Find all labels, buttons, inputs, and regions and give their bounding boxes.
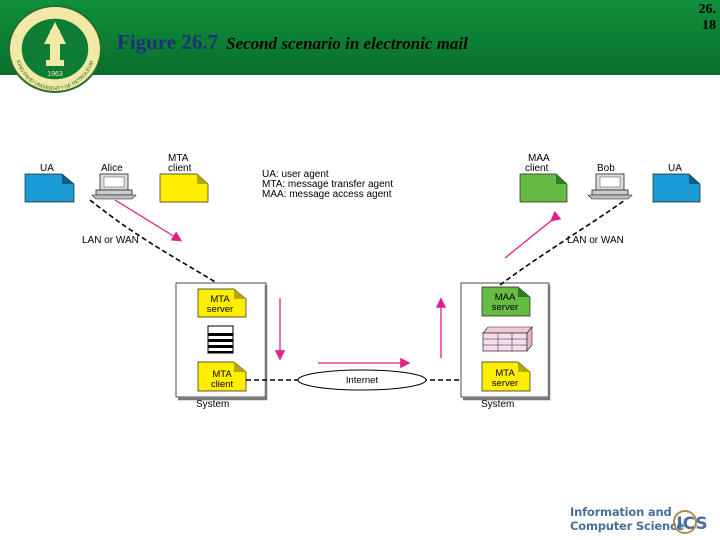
right-network-label: LAN or WAN bbox=[567, 235, 624, 246]
alice-label: Alice bbox=[101, 163, 123, 174]
legend: UA: user agent MTA: message transfer age… bbox=[262, 169, 393, 200]
slide-number: 26. 18 bbox=[699, 2, 717, 34]
left-system-label: System bbox=[196, 399, 229, 410]
right-mta-server-doc-icon bbox=[481, 361, 531, 392]
left-ua-document-icon bbox=[24, 173, 75, 203]
right-maa-label-line1: MAA bbox=[528, 153, 550, 164]
internet-connection bbox=[246, 357, 480, 391]
left-mta-server-document-icon bbox=[197, 288, 247, 318]
left-mailbox-queue-icon bbox=[207, 325, 234, 354]
left-mta-label-line1: MTA bbox=[168, 153, 189, 164]
bob-label: Bob bbox=[597, 163, 615, 174]
left-network-label: LAN or WAN bbox=[82, 235, 139, 246]
left-ua-label: UA bbox=[40, 163, 54, 174]
legend-ua: UA: user agent bbox=[262, 169, 329, 180]
university-logo: 1963 KING FAHD UNIVERSITY OF PETROLEUM &… bbox=[6, 4, 102, 93]
ics-mark-icon: ICS bbox=[673, 510, 708, 534]
slide-number-line2: 18 bbox=[702, 18, 716, 33]
right-server-label-line2: server bbox=[492, 378, 518, 389]
left-server-label-line1: MTA bbox=[210, 294, 230, 305]
alice-computer-icon bbox=[91, 173, 137, 200]
ics-brand-logo: Information and Computer Science ICS bbox=[566, 504, 716, 538]
legend-maa: MAA: message access agent bbox=[262, 189, 392, 200]
internet-label: Internet bbox=[346, 375, 379, 386]
right-maa-server-label-line2: server bbox=[492, 302, 518, 313]
brand-mark: ICS bbox=[676, 514, 707, 534]
figure-label: Figure 26.7 bbox=[117, 30, 219, 54]
right-maa-server-label-line1: MAA bbox=[495, 292, 516, 303]
slide-title: Figure 26.7 Second scenario in electronic… bbox=[117, 30, 468, 55]
left-mta-client-doc-icon bbox=[197, 361, 247, 392]
right-system-label: System bbox=[481, 399, 514, 410]
left-mta-label-line2: client bbox=[168, 163, 192, 174]
right-mailbox-storage-icon bbox=[482, 326, 533, 352]
slide-number-line1: 26. bbox=[698, 2, 717, 17]
brand-line2: Computer Science bbox=[570, 519, 685, 533]
left-server-label-line2: server bbox=[207, 304, 233, 315]
left-lan-connection bbox=[89, 199, 221, 286]
figure-subtitle: Second scenario in electronic mail bbox=[226, 34, 468, 53]
right-lan-connection bbox=[499, 199, 626, 286]
bob-computer-icon bbox=[587, 173, 633, 200]
right-maa-label-line2: client bbox=[525, 163, 549, 174]
right-ua-label: UA bbox=[668, 163, 682, 174]
left-client-label-line1: MTA bbox=[212, 369, 232, 380]
left-mta-client-document-icon bbox=[159, 173, 209, 203]
left-client-label-line2: client bbox=[211, 379, 234, 390]
legend-mta: MTA: message transfer agent bbox=[262, 179, 393, 190]
right-maa-server-document-icon bbox=[481, 286, 531, 317]
right-ua-document-icon bbox=[652, 173, 701, 203]
logo-year: 1963 bbox=[47, 71, 63, 78]
right-server-label-line1: MTA bbox=[495, 368, 515, 379]
right-maa-client-document-icon bbox=[519, 173, 568, 203]
header-bar bbox=[0, 0, 720, 75]
brand-line1: Information and bbox=[570, 505, 672, 519]
